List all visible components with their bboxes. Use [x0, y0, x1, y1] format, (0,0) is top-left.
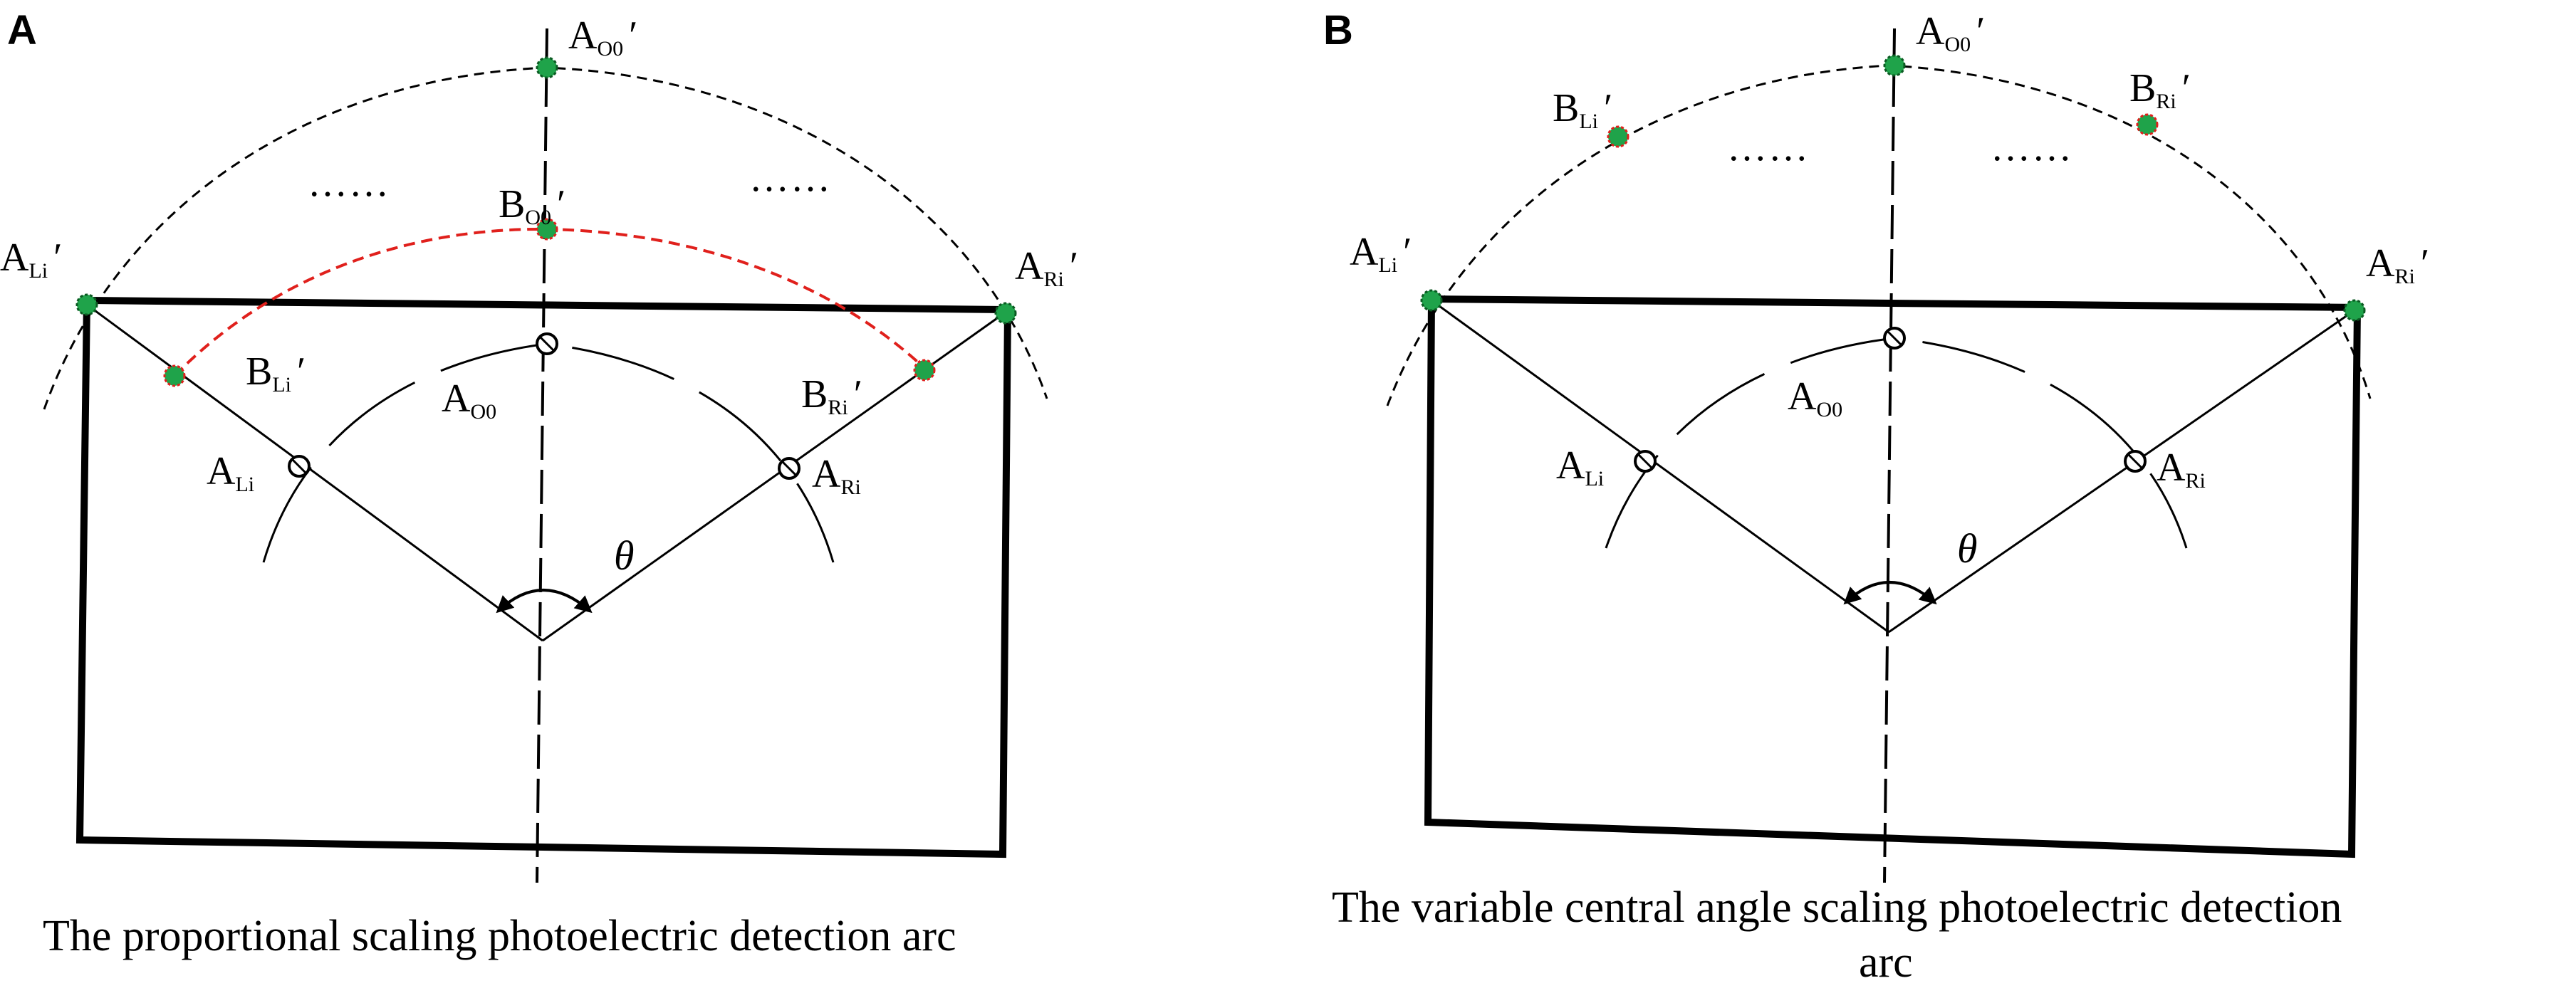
theta-angle-arc [496, 589, 593, 614]
ellipsis-right: …… [1991, 125, 2073, 169]
detection-rectangle [75, 296, 1012, 858]
point-BRi-prime [2136, 113, 2159, 136]
marker-ALi-cross [1637, 453, 1654, 470]
theta-label: θ [1957, 525, 1978, 572]
point-ARi-prime [994, 302, 1017, 325]
label-AO0: AO0 [1788, 374, 1842, 421]
label-BO0-prime: BO0′ [499, 182, 565, 229]
point-ALi-prime [1420, 289, 1443, 312]
label-BRi-prime: BRi′ [801, 372, 862, 419]
right-radial-line [1888, 309, 2355, 634]
panel-a-letter: A [7, 7, 37, 53]
detection-rectangle [1424, 295, 2362, 858]
label-ALi: ALi [1556, 443, 1604, 490]
label-ARi-prime: ARi′ [2366, 241, 2429, 288]
panel-a: A θ …… …… AO0 [0, 7, 1078, 960]
point-AO0-prime [536, 56, 558, 79]
caption-a: The proportional scaling photoelectric d… [43, 912, 956, 960]
label-BLi-prime: BLi′ [246, 350, 306, 396]
theta-angle-arc [1843, 581, 1937, 605]
point-BO0-prime [536, 218, 558, 241]
label-ALi: ALi [207, 449, 254, 496]
left-radial-line [1431, 299, 1889, 634]
label-ARi: ARi [2157, 446, 2206, 493]
marker-ARi-cross [781, 460, 798, 477]
inner-detection-arc [1605, 337, 2188, 549]
right-radial-line [542, 312, 1005, 642]
label-ARi: ARi [812, 452, 861, 499]
label-ARi-prime: ARi′ [1015, 244, 1078, 291]
label-BLi-prime: BLi′ [1553, 86, 1612, 133]
label-ALi-prime: ALi′ [0, 236, 62, 283]
outer-dashed-arc [1386, 64, 2372, 406]
marker-AO0-cross [538, 335, 556, 352]
caption-b-line-2: arc [1859, 938, 1913, 987]
label-BRi-prime: BRi′ [2129, 66, 2191, 113]
marker-ARi-cross [2127, 453, 2144, 470]
point-BLi-prime [1607, 125, 1629, 148]
marker-ALi-cross [291, 458, 308, 475]
left-radial-line [86, 303, 543, 642]
point-ARi-prime [2343, 299, 2366, 322]
panel-b-letter: B [1323, 7, 1353, 53]
theta-label: θ [614, 532, 635, 579]
point-BLi-prime [163, 364, 186, 387]
central-axis [536, 28, 548, 883]
label-AO0-prime: AO0′ [1916, 9, 1985, 56]
ellipsis-left: …… [308, 161, 390, 205]
label-AO0: AO0 [442, 377, 496, 424]
inner-detection-arc [262, 342, 835, 563]
central-axis [1883, 28, 1896, 883]
label-ALi-prime: ALi′ [1350, 230, 1412, 277]
panel-b: B θ …… …… AO0′ BLi′ BRi′ [1323, 7, 2429, 987]
point-BRi-prime [913, 359, 936, 382]
ellipsis-right: …… [749, 156, 832, 200]
ellipsis-left: …… [1727, 125, 1810, 169]
point-AO0-prime [1883, 54, 1906, 77]
label-AO0-prime: AO0′ [568, 14, 637, 61]
point-ALi-prime [75, 293, 98, 316]
caption-b-line-1: The variable central angle scaling photo… [1332, 883, 2342, 932]
marker-AO0-cross [1886, 330, 1903, 347]
